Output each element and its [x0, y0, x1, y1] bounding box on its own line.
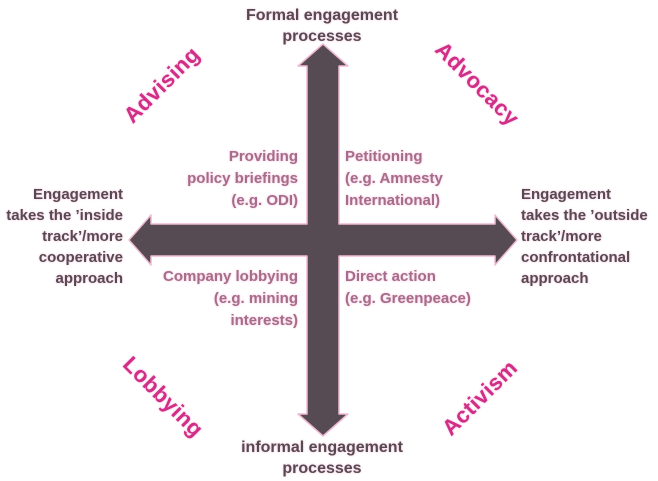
axis-label-formal: Formal engagement processes [245, 7, 399, 45]
axis-label-outside-track: Engagement takes the ’outside track’/mor… [521, 186, 648, 287]
quadrant-text-petitioning: Petitioning (e.g. Amnesty International) [345, 148, 443, 209]
axis-label-inside-track: Engagement takes the ’inside track’/more… [6, 186, 123, 287]
quadrant-text-providing-policy-briefings: Providing policy briefings (e.g. ODI) [187, 148, 298, 209]
quadrant-text-company-lobbying: Company lobbying (e.g. mining interests) [163, 268, 298, 329]
axis-arrows-shape [128, 43, 518, 437]
quadrant-text-direct-action: Direct action (e.g. Greenpeace) [345, 268, 471, 307]
axis-label-informal: informal engagement processes [241, 439, 403, 477]
